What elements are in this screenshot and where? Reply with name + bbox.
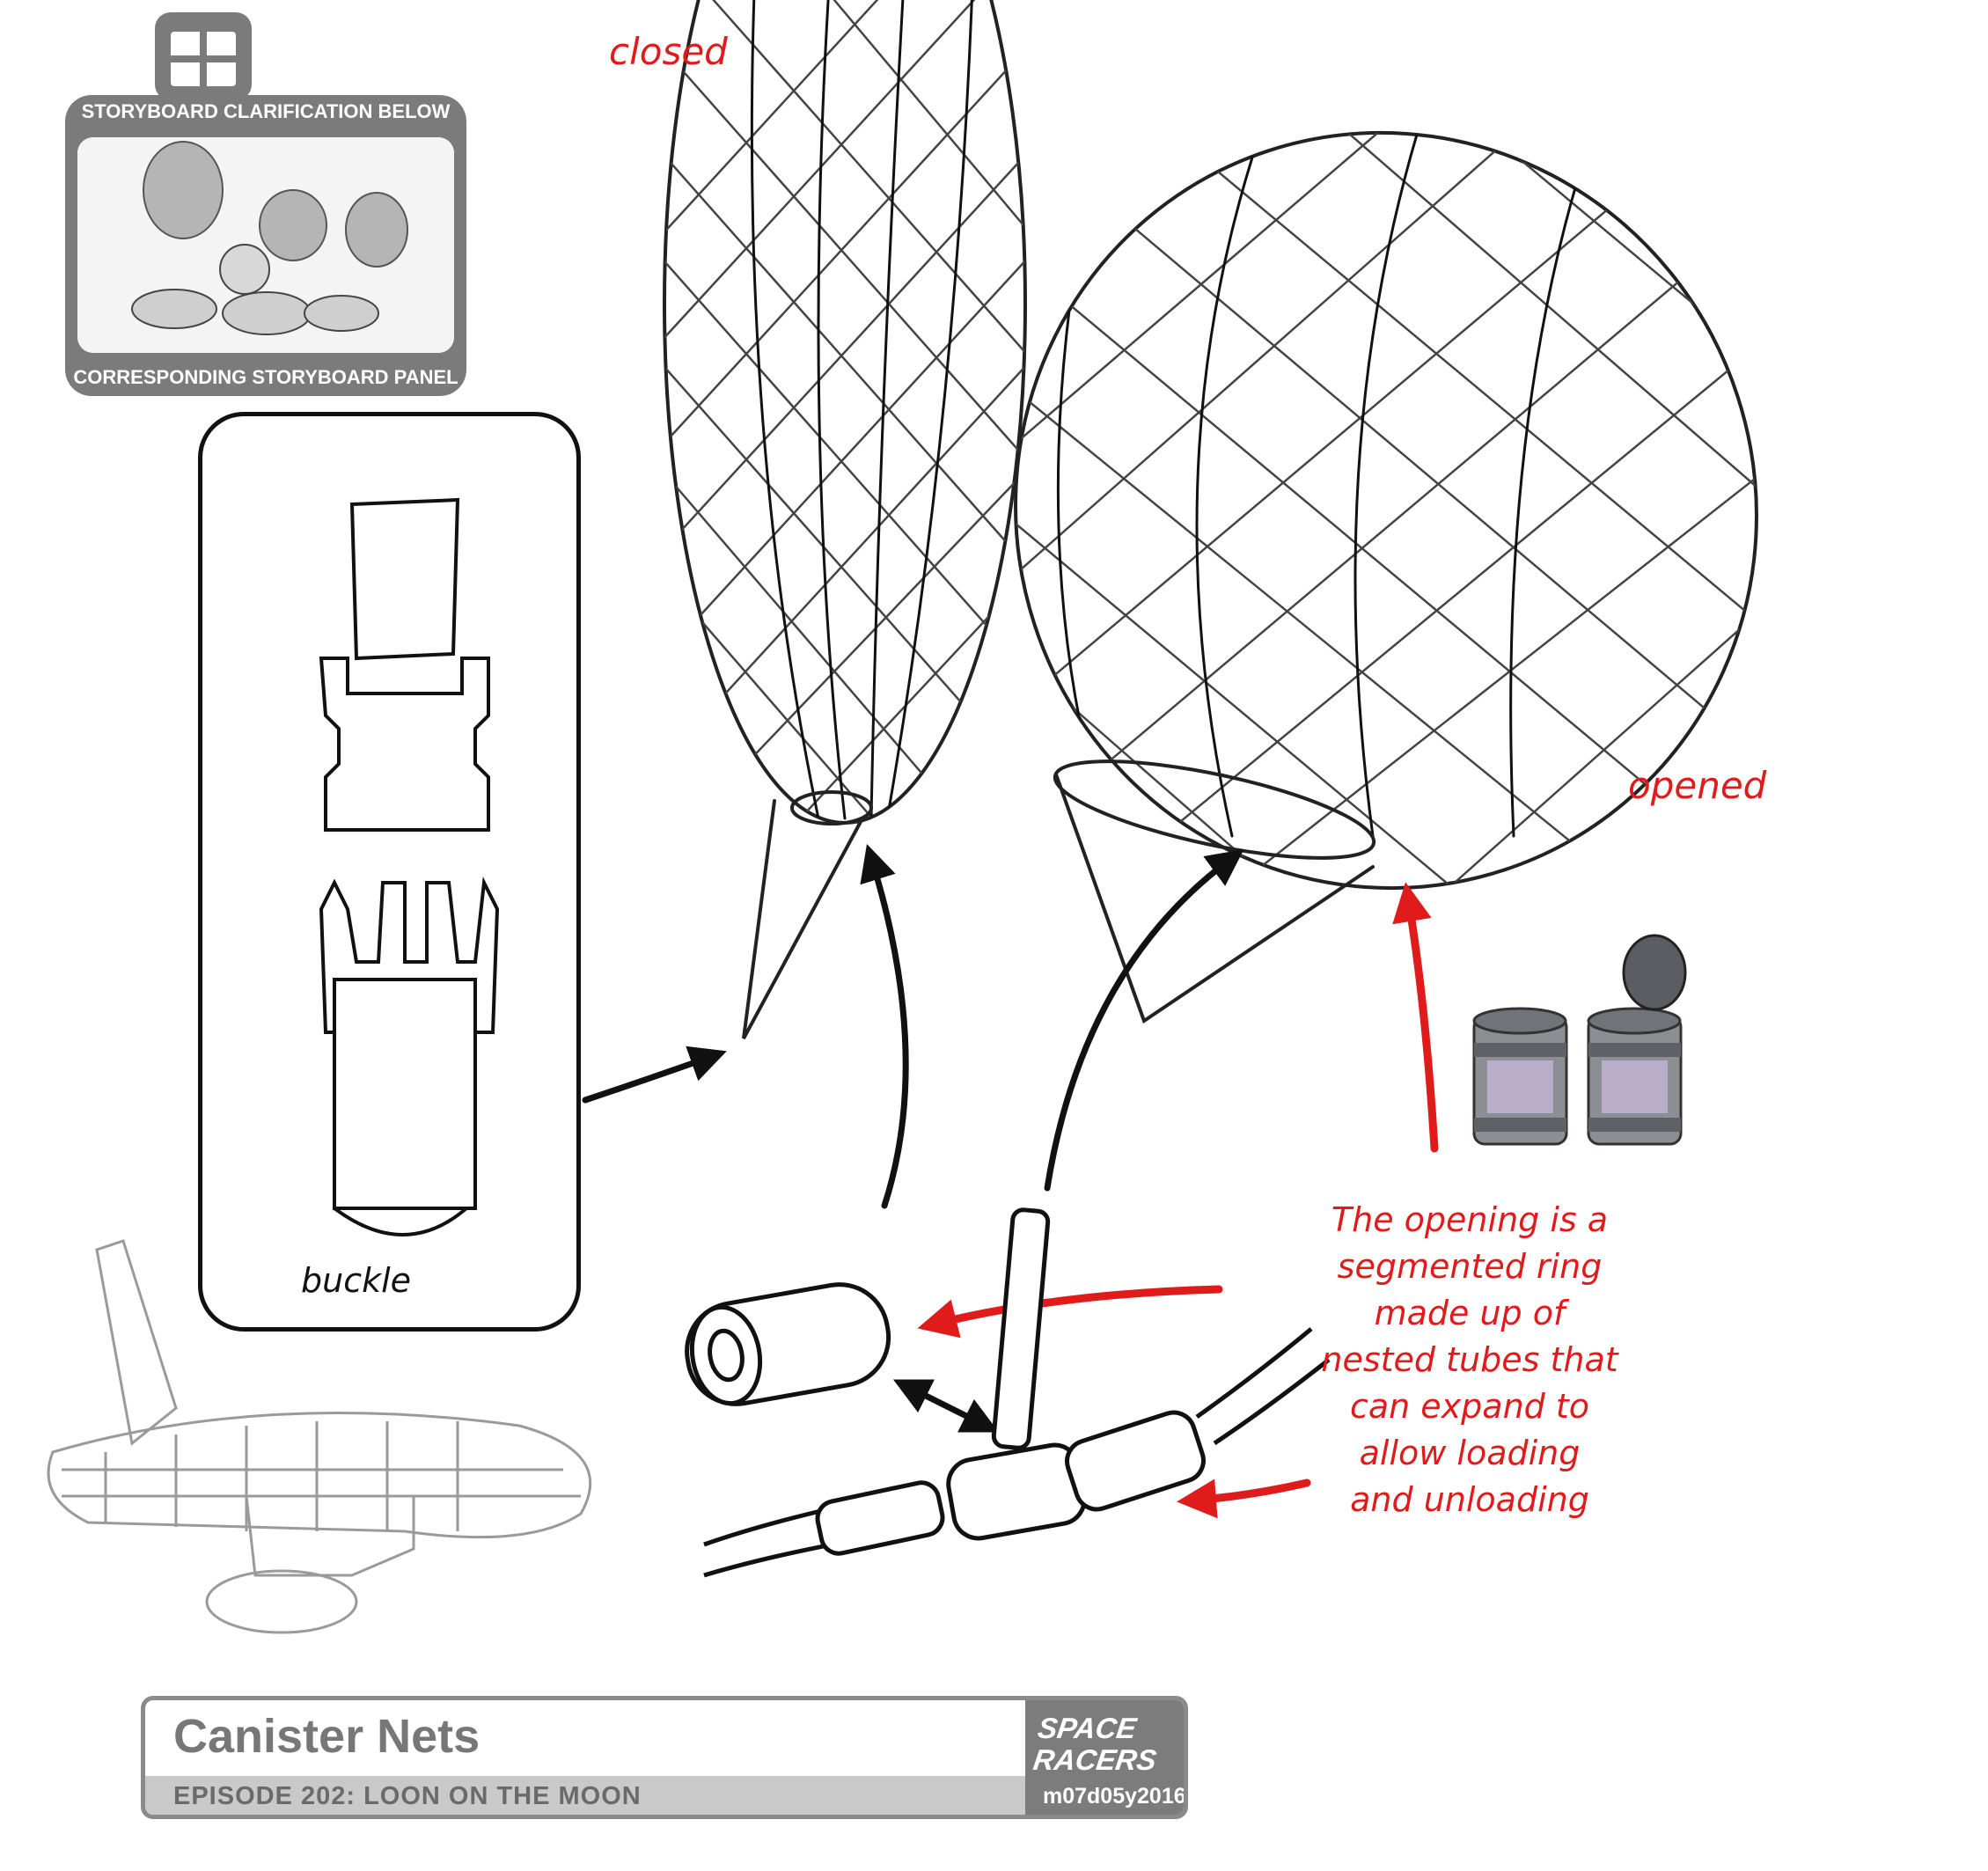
connector-arrows <box>582 843 1244 1433</box>
closed-net <box>663 0 1027 1039</box>
note-line: can expand to <box>1349 1387 1590 1426</box>
logo-text: SPACE RACERS <box>1031 1712 1163 1776</box>
annotation-arrows <box>917 882 1439 1519</box>
note-line: nested tubes that <box>1321 1340 1618 1379</box>
note-line: allow loading <box>1359 1434 1581 1472</box>
opened-net <box>966 36 1806 1024</box>
canister-icons <box>1472 934 1687 1146</box>
panel-grid-icon <box>171 32 236 86</box>
logo-line-1: SPACE <box>1036 1712 1139 1744</box>
note-line: segmented ring <box>1337 1247 1603 1286</box>
closed-label: closed <box>609 30 728 73</box>
buckle-label: buckle <box>301 1261 412 1300</box>
note-line: made up of <box>1374 1294 1566 1332</box>
annotation-note: The opening is a segmented ring made up … <box>1302 1197 1637 1523</box>
storyboard-top-label: STORYBOARD CLARIFICATION BELOW <box>81 100 451 122</box>
storyboard-thumbnail <box>77 137 454 353</box>
canister-open <box>1587 934 1687 1146</box>
canister-closed <box>1472 1007 1568 1146</box>
space-racers-logo: SPACE RACERS m07d05y2016 <box>1025 1700 1184 1815</box>
wireframe-ship <box>47 1239 592 1634</box>
ring-mechanism <box>685 1207 1331 1578</box>
date-stamp: m07d05y2016 <box>1043 1784 1186 1809</box>
note-line: The opening is a <box>1331 1200 1609 1239</box>
storyboard-sketch <box>77 137 454 353</box>
storyboard-tab <box>155 12 252 100</box>
logo-line-2: RACERS <box>1031 1743 1159 1776</box>
opened-label: opened <box>1628 764 1767 807</box>
buckle-illustration <box>319 497 500 1236</box>
storyboard-bottom-label: CORRESPONDING STORYBOARD PANEL <box>73 366 458 388</box>
note-line: and unloading <box>1350 1480 1589 1519</box>
episode-label: EPISODE 202: LOON ON THE MOON <box>173 1782 642 1810</box>
episode-bar: EPISODE 202: LOON ON THE MOON <box>145 1776 1034 1815</box>
storyboard-card: STORYBOARD CLARIFICATION BELOW CORRESPON… <box>65 95 466 396</box>
buckle-detail-panel: buckle <box>198 412 581 1332</box>
page-title: Canister Nets <box>173 1710 480 1763</box>
title-card: Canister Nets EPISODE 202: LOON ON THE M… <box>141 1696 1188 1819</box>
